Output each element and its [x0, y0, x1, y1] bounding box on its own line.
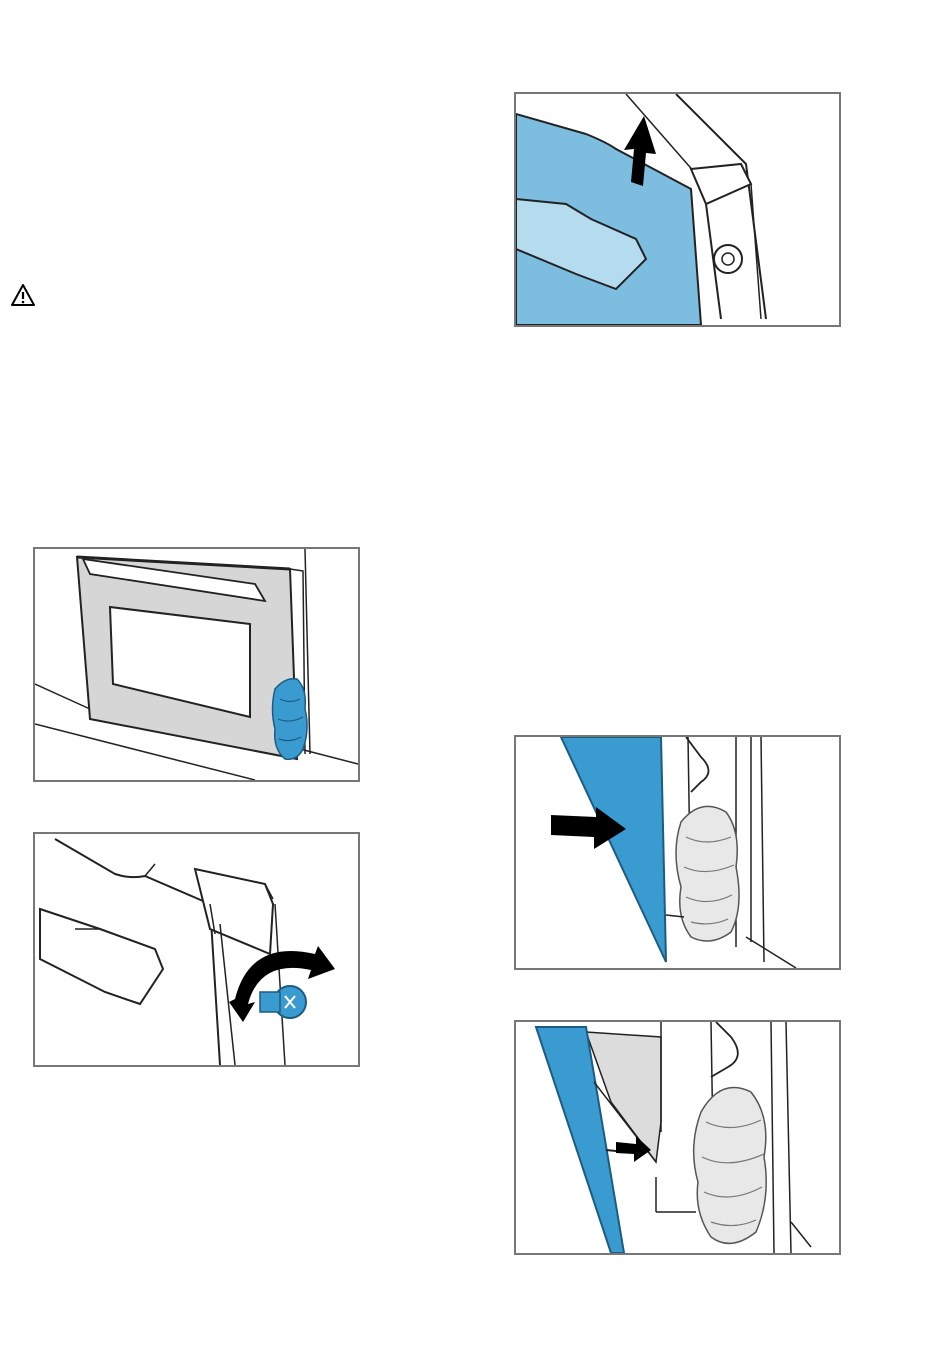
cloth-icon: [273, 679, 308, 760]
figure-insert-panel: [514, 1020, 841, 1255]
glass-panel: [561, 737, 666, 962]
figure-push-panel: [514, 735, 841, 970]
figure-screw-remove: [33, 832, 360, 1067]
door-handle: [40, 909, 163, 1004]
cloth-icon: [676, 806, 739, 941]
figure-lift-panel: [514, 92, 841, 327]
warning-triangle-icon: [10, 283, 36, 307]
figure-door-cloth: [33, 547, 360, 782]
